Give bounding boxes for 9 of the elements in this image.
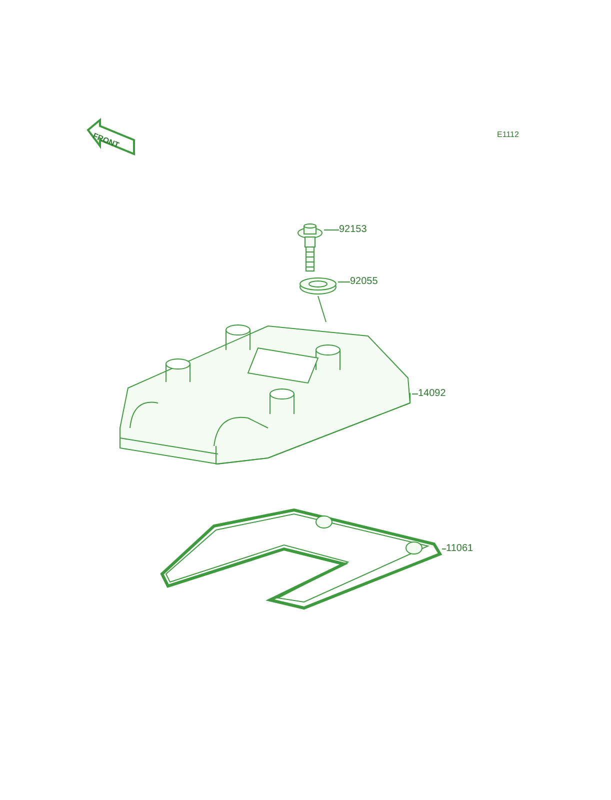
bolt-drawing [296, 224, 324, 274]
part-number: 92055 [350, 276, 384, 288]
part-number: 92153 [339, 224, 373, 236]
assembly-line [318, 296, 326, 322]
leader-line [442, 548, 446, 550]
washer-drawing [298, 276, 338, 296]
diagram-code: E1112 [497, 129, 519, 141]
part-number: 14092 [418, 388, 452, 400]
part-number: 11061 [446, 543, 480, 555]
